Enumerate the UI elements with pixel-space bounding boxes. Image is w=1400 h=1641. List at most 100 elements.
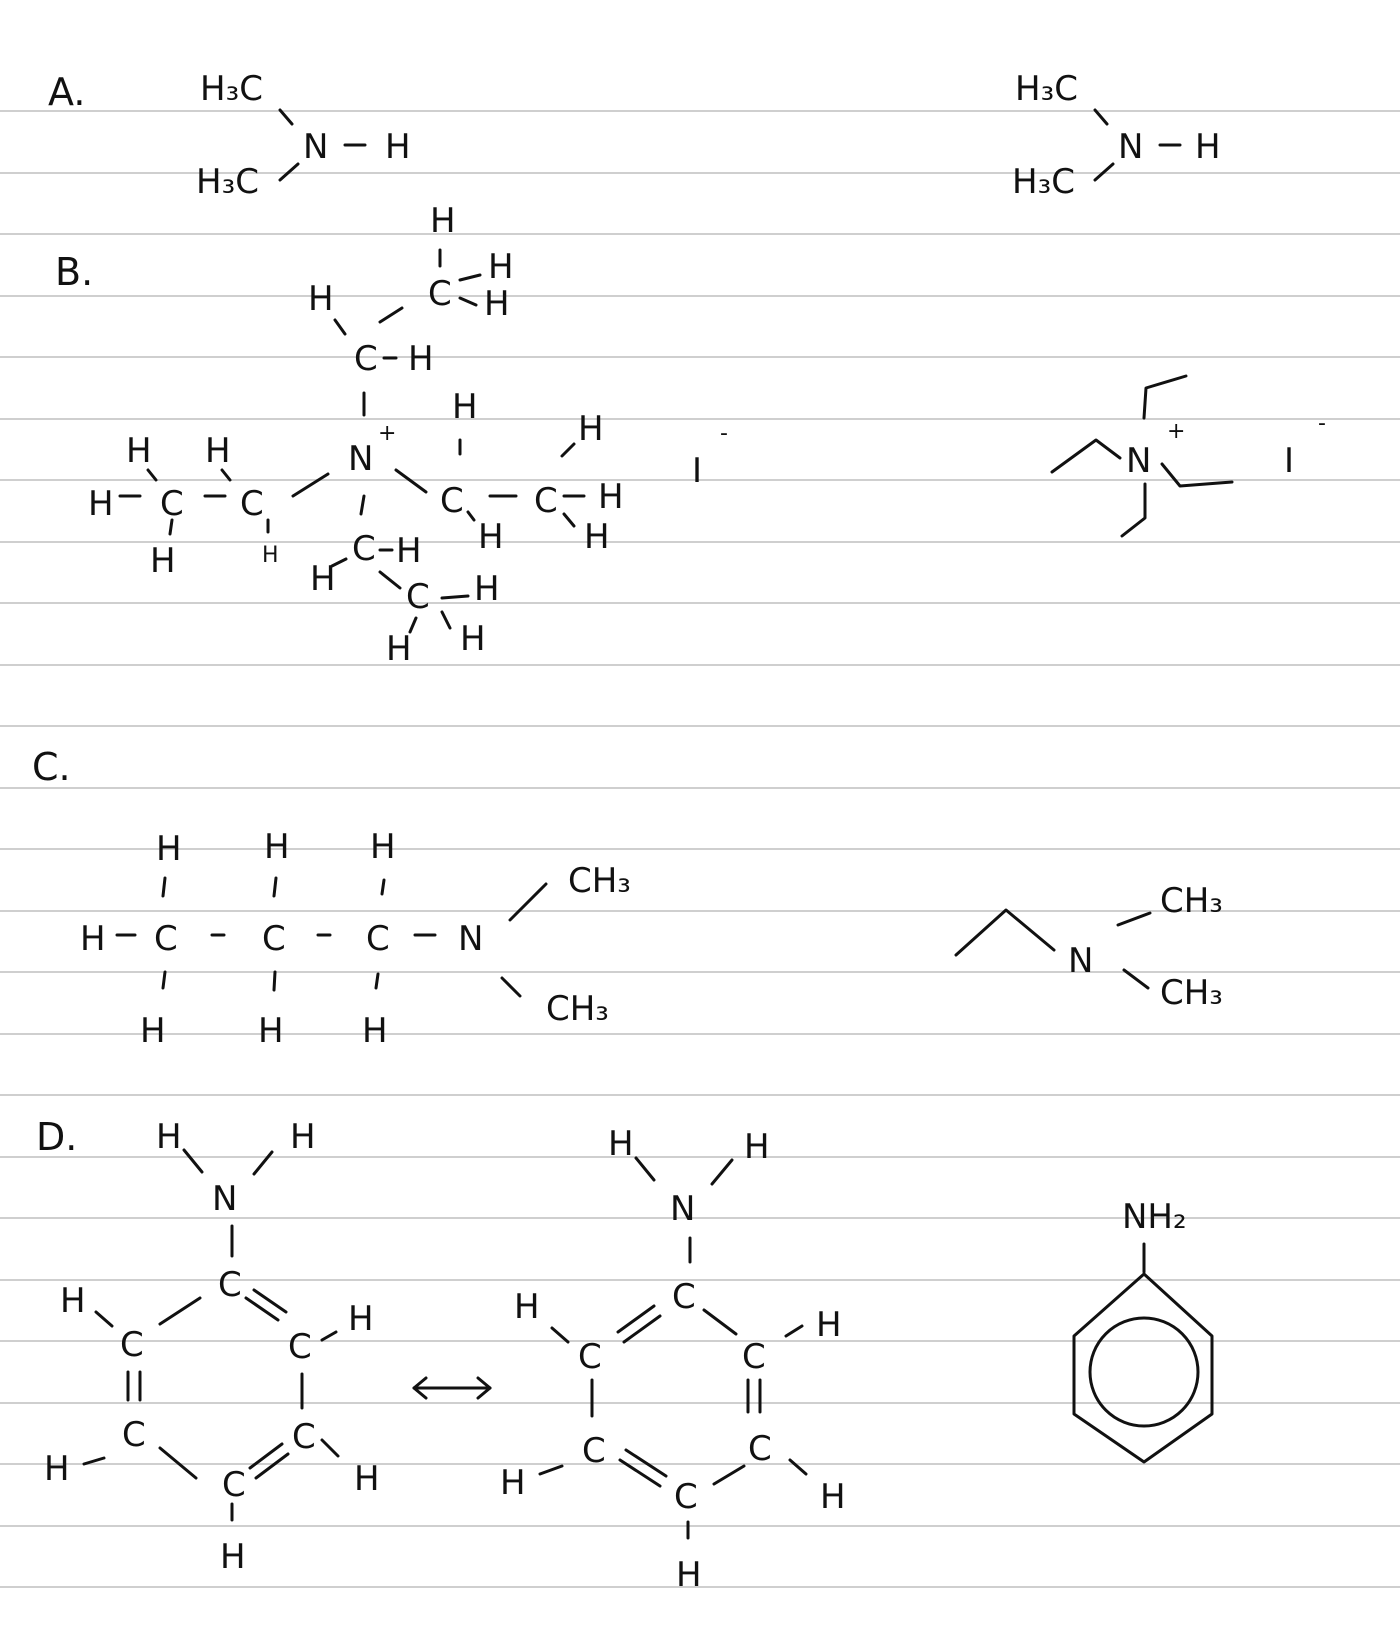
carbon-atom: C [428,274,452,314]
bond [634,1156,656,1182]
bond [560,442,576,458]
hydrogen-atom: H [488,247,514,287]
hydrogen-atom: H [676,1555,702,1595]
hydrogen-atom: H [262,543,279,568]
ruled-line [0,479,1400,481]
hydrogen-atom: H [816,1305,842,1345]
bond [94,1310,114,1328]
ruled-line [0,1094,1400,1096]
nitrogen-atom: N [1118,127,1143,167]
carbon-atom: C [352,529,376,569]
hydrogen-atom: H [500,1463,526,1503]
hydrogen-atom: H [44,1449,70,1489]
hydrogen-atom: H [744,1127,770,1167]
ethyl-bond [1142,374,1188,420]
hydrogen-atom: H [205,431,231,471]
ruled-line [0,787,1400,789]
bond [182,1148,204,1174]
bond [712,1464,746,1486]
double-bond [616,1304,656,1334]
carbon-atom: C [154,919,178,959]
hydrogen-atom: H [220,1537,246,1577]
bond [161,876,167,898]
bond [458,273,482,282]
carbon-atom: C [122,1415,146,1455]
ruled-line [0,1340,1400,1342]
bond [378,570,402,590]
bond [440,610,452,630]
arrowhead [412,1376,428,1400]
bond [291,472,330,498]
hydrogen-atom: H [308,279,334,319]
ruled-line [0,541,1400,543]
carbon-atom: C [748,1429,772,1469]
carbon-atom: C [582,1431,606,1471]
double-bond [622,1314,662,1344]
amino-group: NH₂ [1122,1197,1187,1237]
propyl-chain [954,908,1056,957]
bond [158,1296,202,1326]
hydrogen-atom: H [584,517,610,557]
bond [333,318,347,336]
ruled-line [0,1463,1400,1465]
hydrogen-atom: H [430,201,456,241]
carbon-atom: C [222,1465,246,1505]
bond [278,162,300,182]
hydrogen-atom: H [60,1281,86,1321]
carbon-atom: C [262,919,286,959]
bond [272,970,277,992]
bond [378,306,404,324]
bond [82,1456,106,1466]
bond [508,882,548,922]
hydrogen-atom: H [310,559,336,599]
hydrogen-atom: H [140,1011,166,1051]
hydrogen-atom: H [386,629,412,669]
bond [702,1308,738,1336]
ruled-line [0,110,1400,112]
tetraethylammonium-expanded-structure: N + C H H C H H H C H H C [88,201,728,669]
carbon-atom: C [534,481,558,521]
bond [1122,968,1150,990]
bond [394,468,428,494]
hydrogen-atom: H [408,339,434,379]
bond [1093,162,1115,182]
bond [440,594,470,600]
carbon-atom: C [354,339,378,379]
benzene-ring [1072,1272,1214,1464]
bond [146,468,158,482]
carbon-atom: C [218,1265,242,1305]
double-bond [624,1448,668,1478]
hydrogen-atom: H [362,1011,388,1051]
aniline-resonance-structure-1: H H N C C C C C C H H [44,1117,380,1577]
carbon-atom: C [578,1337,602,1377]
methyl-group: H₃C [196,162,259,202]
hydrogen-atom: H [354,1459,380,1499]
carbon-atom: C [440,481,464,521]
hydrogen-atom: H [258,1011,284,1051]
bond [278,108,294,126]
tetraethylammonium-skeletal-structure: N + I - [1050,374,1326,538]
positive-charge: + [1167,419,1185,444]
hydrogen-atom: H [484,284,510,324]
dimethylamine-structure-left: H₃C H₃C N H [196,69,411,202]
ethyl-bond [1050,438,1122,474]
ruled-line [0,1402,1400,1404]
hydrogen-atom: H [820,1477,846,1517]
negative-charge: - [720,421,728,446]
bond [252,1150,274,1176]
carbon-atom: C [674,1477,698,1517]
section-d-label: D. [36,1115,77,1159]
bond [272,876,278,898]
ethyl-bond [1120,482,1147,538]
ruled-line [0,602,1400,604]
hydrogen-atom: H [478,517,504,557]
ruled-line [0,1217,1400,1219]
nitrogen-atom: N [1068,941,1093,981]
double-bond [248,1442,284,1470]
ethyl-bond [1160,462,1234,488]
hydrogen-atom: H [348,1299,374,1339]
hydrogen-atom: H [156,829,182,869]
hydrogen-atom: H [370,827,396,867]
